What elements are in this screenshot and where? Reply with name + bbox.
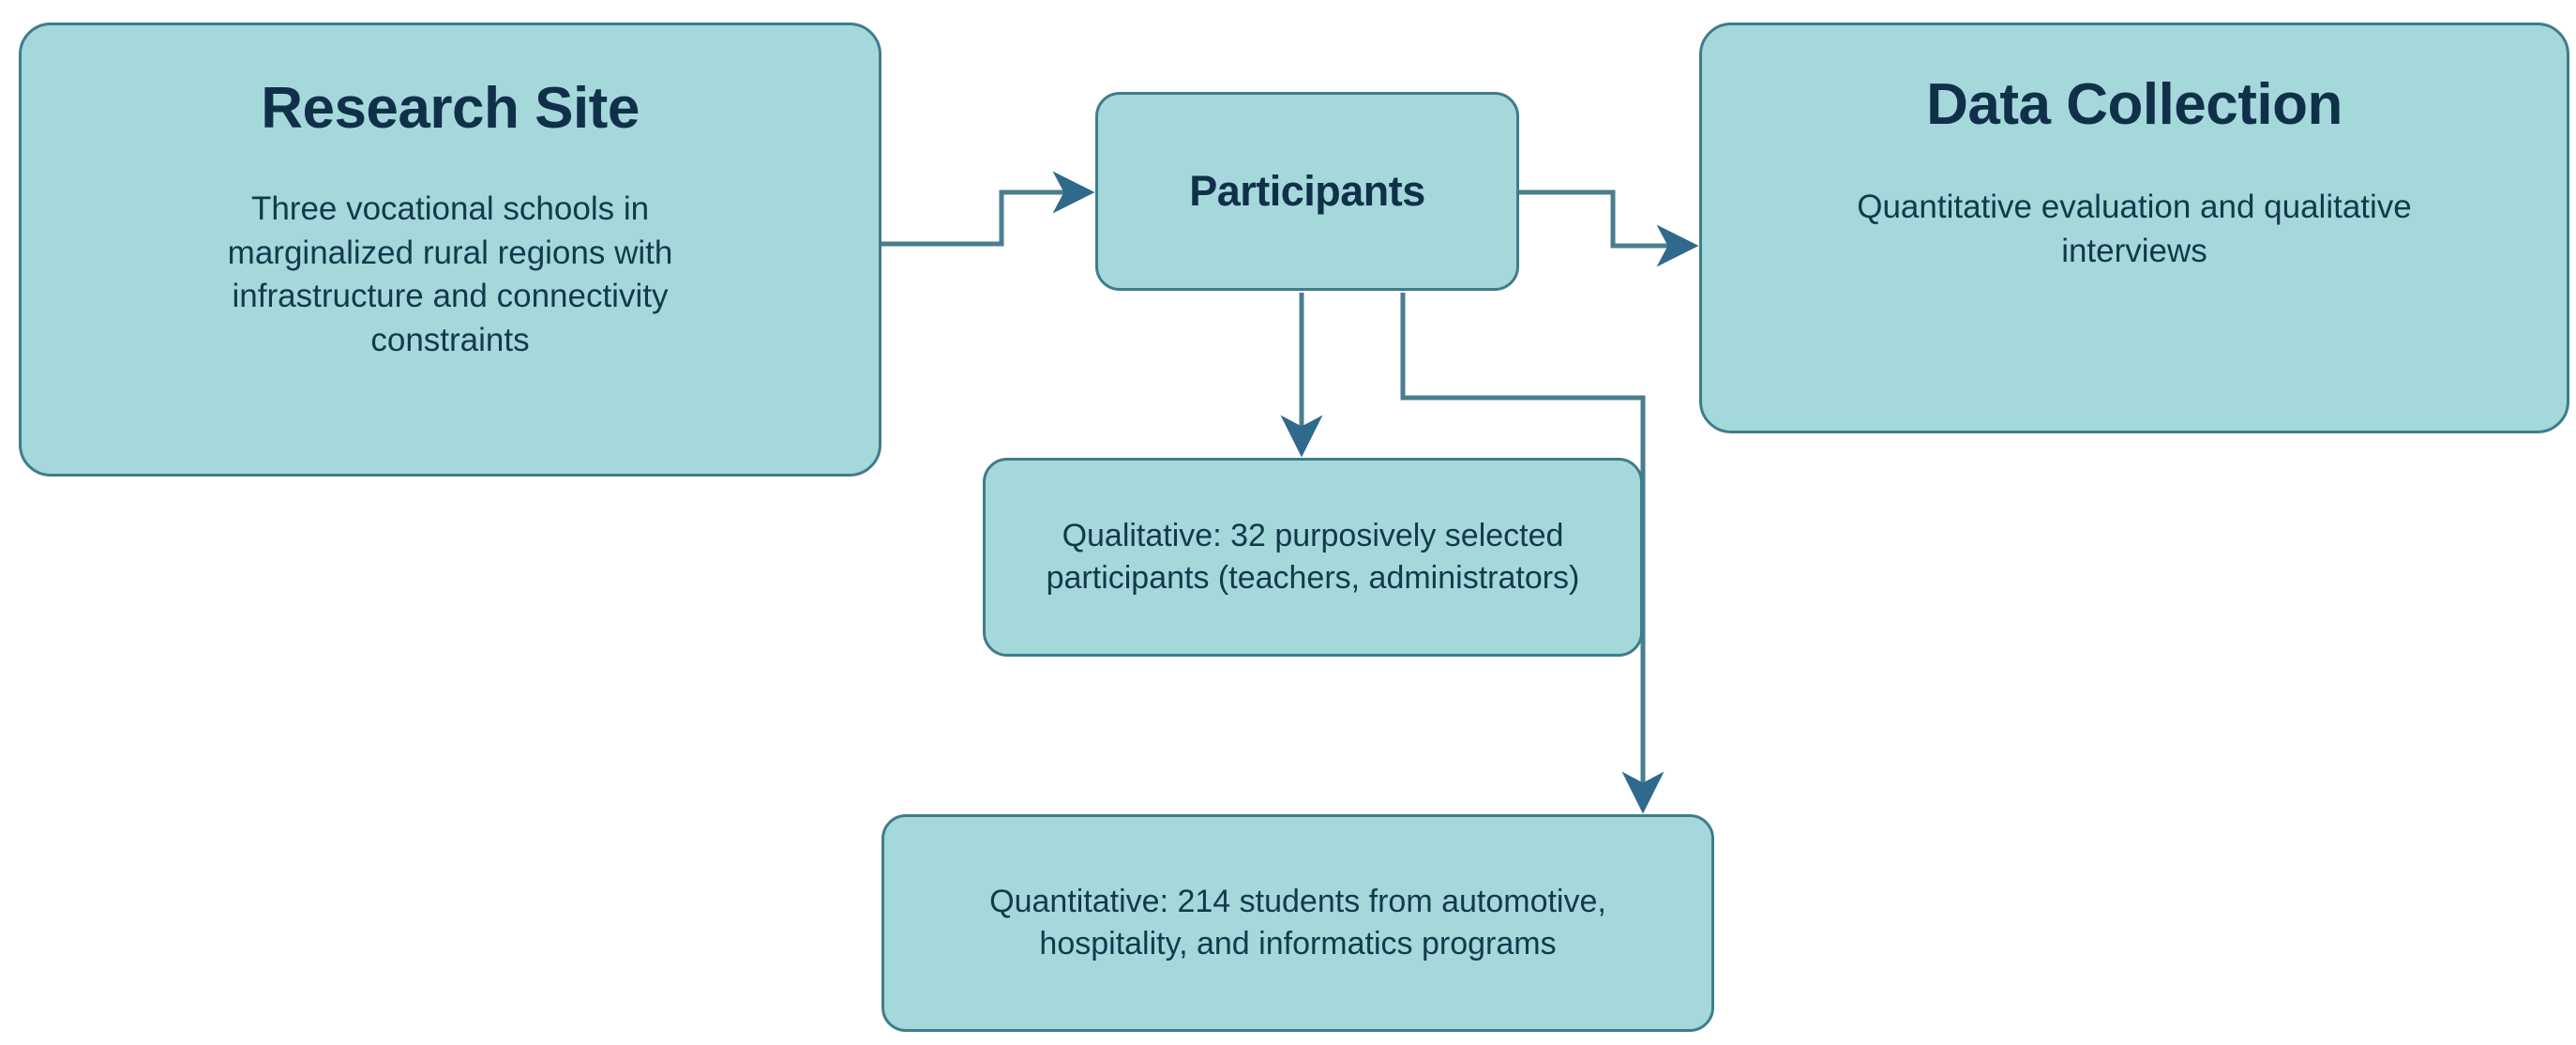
node-quantitative-body: Quantitative: 214 students from automoti… [989,883,1606,962]
node-qualitative-body: Qualitative: 32 purposively selected par… [1046,517,1580,596]
node-data-collection[interactable]: Data Collection Quantitative evaluation … [1699,23,2569,433]
node-research-site-title: Research Site [261,76,640,141]
node-research-site[interactable]: Research Site Three vocational schools i… [19,23,881,477]
node-data-collection-title: Data Collection [1926,72,2343,137]
edge-research-site-to-participants [881,171,1095,247]
node-participants-title: Participants [1189,167,1425,216]
node-qualitative[interactable]: Qualitative: 32 purposively selected par… [983,458,1643,657]
node-data-collection-body: Quantitative evaluation and qualitative … [1857,189,2412,269]
edge-participants-to-data-collection [1519,189,1699,267]
node-quantitative[interactable]: Quantitative: 214 students from automoti… [881,814,1714,1032]
node-participants[interactable]: Participants [1095,92,1519,291]
node-research-site-body: Three vocational schools in marginalized… [227,190,673,358]
